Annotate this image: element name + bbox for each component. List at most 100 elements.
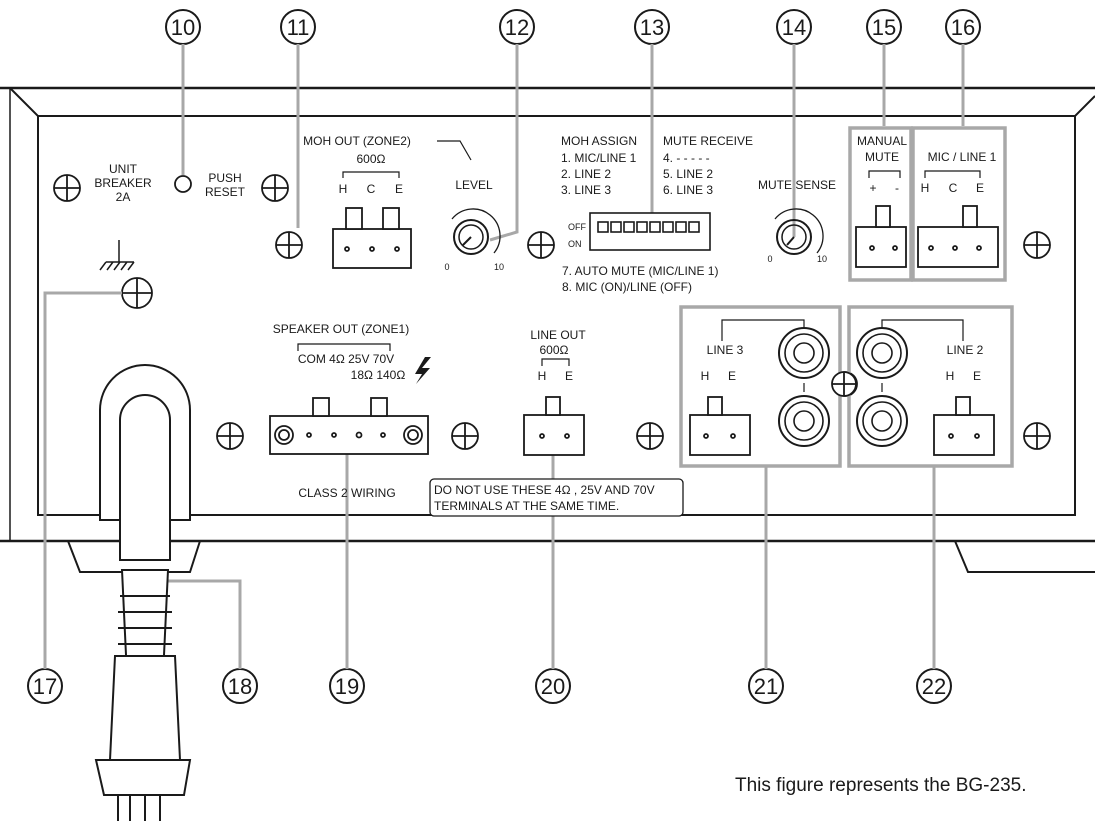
svg-text:0: 0 xyxy=(767,254,772,264)
svg-text:7. AUTO MUTE (MIC/LINE 1): 7. AUTO MUTE (MIC/LINE 1) xyxy=(562,264,718,278)
callout-15: 15 xyxy=(866,9,902,45)
svg-text:2. LINE 2: 2. LINE 2 xyxy=(561,167,611,181)
mute-sense-scale: 0 10 xyxy=(767,254,827,264)
mute-sense-knob[interactable] xyxy=(774,208,824,255)
dip-switch-labels: OFF ON xyxy=(568,222,586,249)
callout-18: 18 xyxy=(222,668,258,704)
svg-text:+: + xyxy=(869,181,876,195)
speaker-out-terminal[interactable] xyxy=(269,397,429,455)
dip-notes: 7. AUTO MUTE (MIC/LINE 1) 8. MIC (ON)/LI… xyxy=(562,264,718,294)
svg-text:MANUAL: MANUAL xyxy=(857,134,907,148)
svg-text:13: 13 xyxy=(640,15,664,40)
callout-20: 20 xyxy=(535,668,571,704)
svg-text:PUSH: PUSH xyxy=(208,171,241,185)
svg-text:10: 10 xyxy=(817,254,827,264)
screw-icon xyxy=(1023,231,1051,259)
svg-text:2A: 2A xyxy=(116,190,131,204)
warning-note: DO NOT USE THESE 4Ω , 25V AND 70V TERMIN… xyxy=(429,478,684,517)
svg-text:ON: ON xyxy=(568,239,582,249)
svg-text:H: H xyxy=(538,369,547,383)
callout-21: 21 xyxy=(748,668,784,704)
svg-text:BREAKER: BREAKER xyxy=(94,176,152,190)
line3-labels: LINE 3 H E xyxy=(701,343,744,383)
svg-text:6. LINE 3: 6. LINE 3 xyxy=(663,183,713,197)
callout-16: 16 xyxy=(945,9,981,45)
line3-terminal[interactable] xyxy=(689,396,751,456)
svg-text:10: 10 xyxy=(494,262,504,272)
svg-text:3. LINE 3: 3. LINE 3 xyxy=(561,183,611,197)
screw-icon xyxy=(1023,422,1051,450)
svg-text:16: 16 xyxy=(951,15,975,40)
svg-text:14: 14 xyxy=(782,15,806,40)
line-out-labels: LINE OUT 600Ω H E xyxy=(530,328,586,383)
svg-text:H: H xyxy=(339,182,348,196)
line-out-terminal[interactable] xyxy=(523,396,585,456)
svg-text:22: 22 xyxy=(922,674,946,699)
callout-11: 11 xyxy=(280,9,316,45)
svg-text:LINE 3: LINE 3 xyxy=(707,343,744,357)
ground-icon xyxy=(99,240,135,271)
svg-text:UNIT: UNIT xyxy=(109,162,138,176)
line2-rca-jacks[interactable] xyxy=(856,327,908,447)
power-cord xyxy=(94,364,192,821)
svg-text:21: 21 xyxy=(754,674,778,699)
svg-text:18: 18 xyxy=(228,674,252,699)
level-knob[interactable] xyxy=(451,208,501,255)
screw-icon xyxy=(636,422,664,450)
svg-text:E: E xyxy=(395,182,403,196)
manual-mute-labels: MANUAL MUTE + - xyxy=(857,134,907,195)
svg-text:OFF: OFF xyxy=(568,222,586,232)
manual-mute-terminal[interactable] xyxy=(855,205,907,268)
lightning-icon xyxy=(415,357,431,384)
svg-text:E: E xyxy=(565,369,573,383)
figure-caption: This figure represents the BG-235. xyxy=(735,775,1027,796)
svg-text:E: E xyxy=(973,369,981,383)
svg-text:SPEAKER OUT (ZONE1): SPEAKER OUT (ZONE1) xyxy=(273,322,409,336)
svg-text:E: E xyxy=(976,181,984,195)
callouts: 10 11 12 13 14 15 16 17 18 19 20 21 22 xyxy=(27,9,981,704)
unit-breaker-label: UNIT BREAKER 2A xyxy=(94,162,152,204)
svg-text:17: 17 xyxy=(33,674,57,699)
svg-text:MUTE: MUTE xyxy=(865,150,899,164)
moh-out-terminal[interactable] xyxy=(332,207,412,269)
moh-out-labels: MOH OUT (ZONE2) 600Ω H C E xyxy=(303,134,411,196)
level-label: LEVEL xyxy=(455,178,493,192)
svg-text:5. LINE 2: 5. LINE 2 xyxy=(663,167,713,181)
breaker-button[interactable] xyxy=(174,175,192,193)
svg-text:0: 0 xyxy=(444,262,449,272)
screw-icon xyxy=(216,422,244,450)
svg-text:C: C xyxy=(949,181,958,195)
svg-text:MUTE RECEIVE: MUTE RECEIVE xyxy=(663,134,753,148)
dip-switch[interactable] xyxy=(589,212,711,251)
push-reset-label: PUSH RESET xyxy=(205,171,246,199)
svg-text:18Ω 140Ω: 18Ω 140Ω xyxy=(351,368,406,382)
svg-text:DO NOT USE THESE 4Ω , 25V AND: DO NOT USE THESE 4Ω , 25V AND 70V xyxy=(434,483,655,497)
line3-rca-jacks[interactable] xyxy=(778,327,830,447)
svg-text:RESET: RESET xyxy=(205,185,246,199)
callout-12: 12 xyxy=(499,9,535,45)
screw-icon xyxy=(831,371,857,397)
line2-labels: LINE 2 H E xyxy=(946,343,984,383)
screw-icon xyxy=(275,231,303,259)
svg-text:COM 4Ω 25V 70V: COM 4Ω 25V 70V xyxy=(298,352,394,366)
callout-22: 22 xyxy=(916,668,952,704)
svg-text:LINE 2: LINE 2 xyxy=(947,343,984,357)
ground-screw-icon xyxy=(121,277,153,309)
svg-text:600Ω: 600Ω xyxy=(357,152,386,166)
screw-icon xyxy=(53,174,81,202)
mic-line1-terminal[interactable] xyxy=(917,205,999,268)
svg-text:8. MIC (ON)/LINE (OFF): 8. MIC (ON)/LINE (OFF) xyxy=(562,280,692,294)
panel-screws xyxy=(53,174,1051,450)
svg-text:15: 15 xyxy=(872,15,896,40)
svg-text:20: 20 xyxy=(541,674,565,699)
callout-19: 19 xyxy=(329,668,365,704)
svg-text:4. - - - - -: 4. - - - - - xyxy=(663,151,710,165)
svg-text:19: 19 xyxy=(335,674,359,699)
screw-icon xyxy=(451,422,479,450)
svg-text:C: C xyxy=(367,182,376,196)
svg-text:MOH OUT (ZONE2): MOH OUT (ZONE2) xyxy=(303,134,411,148)
callout-17: 17 xyxy=(27,668,63,704)
callout-10: 10 xyxy=(165,9,201,45)
line2-terminal[interactable] xyxy=(933,396,995,456)
svg-text:MIC / LINE 1: MIC / LINE 1 xyxy=(928,150,997,164)
